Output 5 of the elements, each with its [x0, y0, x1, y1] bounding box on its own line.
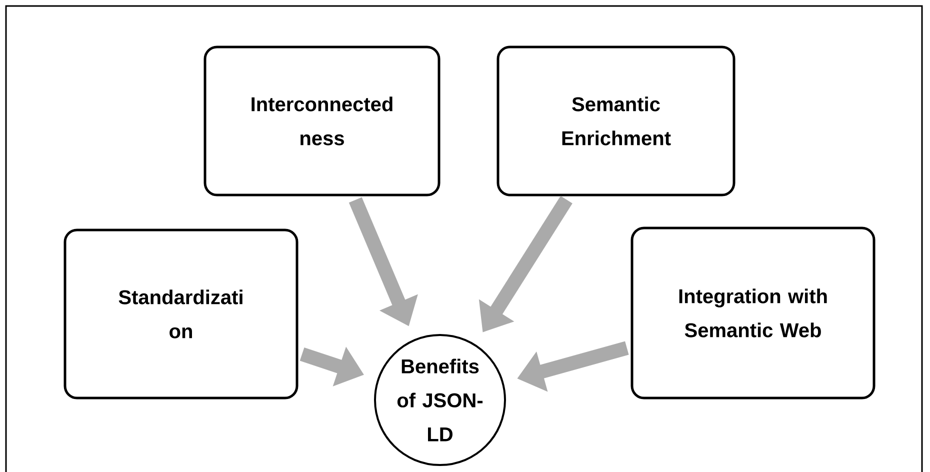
circle-node: Benefits of JSON-LD — [374, 334, 506, 466]
rounded-box: Standardizati on — [64, 228, 298, 400]
rounded-box: Interconnected ness — [204, 46, 440, 196]
rounded-box: Semantic Enrichment — [496, 46, 736, 196]
rounded-box: Integration with Semantic Web — [630, 226, 876, 400]
